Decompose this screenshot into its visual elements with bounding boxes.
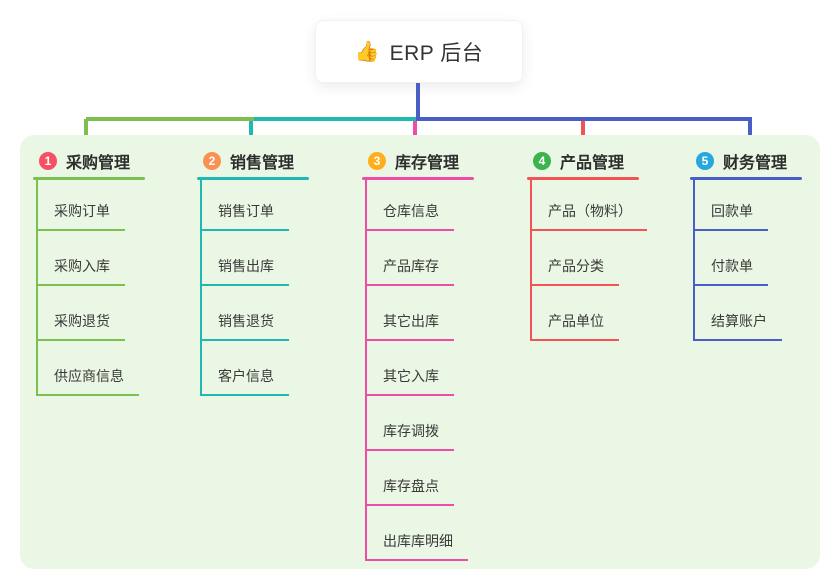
node-label[interactable]: 其它入库: [367, 366, 454, 396]
branch-header-finance[interactable]: 5 财务管理: [690, 148, 802, 174]
branch-items: 采购订单 采购入库 采购退货 供应商信息: [36, 180, 139, 396]
branch-number-badge: 4: [533, 152, 551, 170]
node-label[interactable]: 出库库明细: [367, 531, 468, 561]
branch-purchase-management: 1 采购管理 采购订单 采购入库 采购退货 供应商信息: [33, 148, 145, 396]
node-label[interactable]: 产品库存: [367, 256, 454, 286]
branch-underline: [33, 177, 145, 180]
branch3-drop-line: [413, 119, 417, 146]
node-label[interactable]: 产品（物料）: [532, 201, 647, 231]
branch4-drop-line: [581, 119, 585, 146]
node-payment-bill[interactable]: 付款单: [695, 231, 782, 286]
node-label[interactable]: 结算账户: [695, 311, 782, 341]
branch-sales-management: 2 销售管理 销售订单 销售出库 销售退货 客户信息: [197, 148, 309, 396]
node-label[interactable]: 产品分类: [532, 256, 619, 286]
branch-underline: [362, 177, 474, 180]
branch-number-badge: 3: [368, 152, 386, 170]
root-node-erp[interactable]: 👍 ERP 后台: [315, 20, 523, 83]
node-label[interactable]: 销售退货: [202, 311, 289, 341]
node-supplier-info[interactable]: 供应商信息: [38, 341, 139, 396]
node-sales-return[interactable]: 销售退货: [202, 286, 289, 341]
branch1-drop-line: [84, 119, 88, 146]
branch-underline: [527, 177, 639, 180]
branch-header-sales[interactable]: 2 销售管理: [197, 148, 309, 174]
bus-line-right: [416, 117, 752, 121]
branch-items: 销售订单 销售出库 销售退货 客户信息: [200, 180, 289, 396]
node-product-category[interactable]: 产品分类: [532, 231, 647, 286]
node-label[interactable]: 销售订单: [202, 201, 289, 231]
branch-header-product[interactable]: 4 产品管理: [527, 148, 647, 174]
node-purchase-inbound[interactable]: 采购入库: [38, 231, 139, 286]
node-customer-info[interactable]: 客户信息: [202, 341, 289, 396]
branch-number-badge: 5: [696, 152, 714, 170]
branch-underline: [197, 177, 309, 180]
node-sales-order[interactable]: 销售订单: [202, 180, 289, 231]
node-label[interactable]: 回款单: [695, 201, 768, 231]
node-product-unit[interactable]: 产品单位: [532, 286, 647, 341]
branch-title: 财务管理: [723, 155, 788, 172]
node-other-inbound[interactable]: 其它入库: [367, 341, 468, 396]
node-label[interactable]: 销售出库: [202, 256, 289, 286]
node-settlement-account[interactable]: 结算账户: [695, 286, 782, 341]
node-product-stock[interactable]: 产品库存: [367, 231, 468, 286]
branch-number-badge: 2: [203, 152, 221, 170]
branch-inventory-management: 3 库存管理 仓库信息 产品库存 其它出库 其它入库 库存调拨 库存盘点 出库库…: [362, 148, 474, 561]
node-label[interactable]: 库存调拨: [367, 421, 454, 451]
branch-title: 产品管理: [560, 155, 625, 172]
branch5-drop-line: [748, 119, 752, 146]
node-label[interactable]: 客户信息: [202, 366, 289, 396]
branch2-drop-line: [249, 119, 253, 146]
node-other-outbound[interactable]: 其它出库: [367, 286, 468, 341]
node-label[interactable]: 其它出库: [367, 311, 454, 341]
root-stem-line: [416, 83, 420, 119]
node-label[interactable]: 仓库信息: [367, 201, 454, 231]
branch-header-inventory[interactable]: 3 库存管理: [362, 148, 474, 174]
node-receipt-bill[interactable]: 回款单: [695, 180, 782, 231]
branch-title: 采购管理: [66, 155, 131, 172]
branch-title: 库存管理: [395, 155, 460, 172]
bus-line-middle: [254, 117, 416, 121]
bus-line-left: [86, 117, 254, 121]
node-purchase-order[interactable]: 采购订单: [38, 180, 139, 231]
branch-underline: [690, 177, 802, 180]
node-stock-transfer[interactable]: 库存调拨: [367, 396, 468, 451]
node-label[interactable]: 付款单: [695, 256, 768, 286]
branch-items: 仓库信息 产品库存 其它出库 其它入库 库存调拨 库存盘点 出库库明细: [365, 180, 468, 561]
node-label[interactable]: 采购入库: [38, 256, 125, 286]
branch-items: 回款单 付款单 结算账户: [693, 180, 782, 341]
node-label[interactable]: 产品单位: [532, 311, 619, 341]
branch-number-badge: 1: [39, 152, 57, 170]
node-warehouse-info[interactable]: 仓库信息: [367, 180, 468, 231]
branch-header-purchase[interactable]: 1 采购管理: [33, 148, 145, 174]
node-sales-outbound[interactable]: 销售出库: [202, 231, 289, 286]
node-label[interactable]: 供应商信息: [38, 366, 139, 396]
node-product-material[interactable]: 产品（物料）: [532, 180, 647, 231]
root-node-label: ERP 后台: [389, 41, 484, 65]
thumbs-up-icon: 👍: [354, 40, 380, 63]
branch-product-management: 4 产品管理 产品（物料） 产品分类 产品单位: [527, 148, 647, 341]
branch-title: 销售管理: [230, 155, 295, 172]
branches-panel: 1 采购管理 采购订单 采购入库 采购退货 供应商信息 2 销售管理 销售订单 …: [20, 135, 820, 569]
node-purchase-return[interactable]: 采购退货: [38, 286, 139, 341]
node-label[interactable]: 库存盘点: [367, 476, 454, 506]
node-stock-taking[interactable]: 库存盘点: [367, 451, 468, 506]
branch-items: 产品（物料） 产品分类 产品单位: [530, 180, 647, 341]
node-outbound-detail[interactable]: 出库库明细: [367, 506, 468, 561]
node-label[interactable]: 采购订单: [38, 201, 125, 231]
branch-finance-management: 5 财务管理 回款单 付款单 结算账户: [690, 148, 802, 341]
node-label[interactable]: 采购退货: [38, 311, 125, 341]
